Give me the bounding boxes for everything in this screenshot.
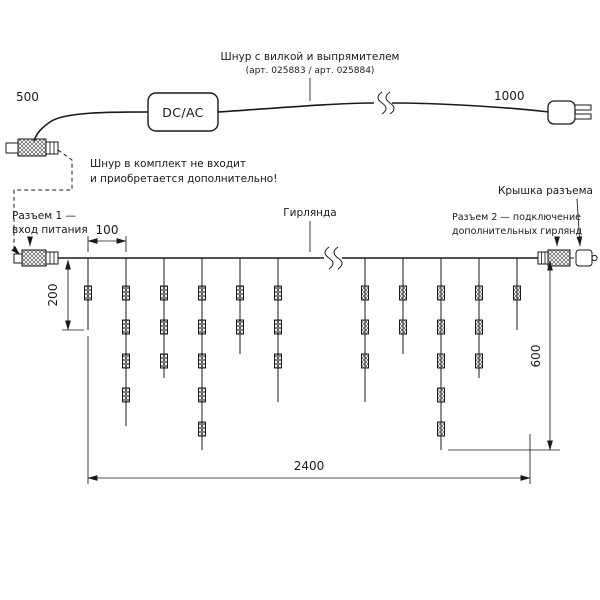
not-included-leader-dashed	[11, 149, 73, 256]
dcac-box-outline	[147, 92, 219, 132]
icicle-drop	[399, 258, 407, 354]
icicle-drop	[274, 258, 282, 402]
connector-body-hatched	[21, 249, 47, 267]
lamp-icon	[475, 353, 483, 369]
icicle-drop	[84, 258, 92, 330]
lamp-icon	[274, 319, 282, 335]
lamp-icon	[437, 319, 445, 335]
wire-break-mark	[333, 246, 343, 270]
lamp-icon	[160, 285, 168, 301]
lamp-icon	[122, 319, 130, 335]
dim-100-label: 100	[96, 223, 119, 237]
cap-body	[575, 249, 593, 267]
connector-coupling	[45, 141, 59, 155]
lamp-icon	[475, 319, 483, 335]
dim-2400: 2400	[87, 336, 531, 484]
connector1-label-line1: Разъем 1 —	[12, 210, 76, 222]
dim-2400-label: 2400	[294, 459, 325, 473]
lamp-icon	[198, 421, 206, 437]
lamp-icon	[475, 285, 483, 301]
icicle-drop	[513, 258, 521, 330]
lamp-icon	[122, 353, 130, 369]
lamp-icon	[399, 285, 407, 301]
cord-break-mark	[377, 91, 387, 115]
icicle-drop	[198, 258, 206, 450]
lamp-icon	[160, 353, 168, 369]
lamp-icon	[361, 353, 369, 369]
icicle-drops	[84, 258, 521, 450]
note-line-1: Шнур в комплект не входит	[90, 158, 246, 170]
lamp-icon	[274, 285, 282, 301]
connector-coupling	[537, 251, 549, 265]
plug-pin	[574, 113, 592, 120]
lamp-icon	[361, 285, 369, 301]
dim-1000-label: 1000	[494, 89, 525, 103]
lamp-icon	[437, 353, 445, 369]
dim-600: 600	[448, 260, 560, 451]
cord-break-mark	[385, 91, 395, 115]
icicle-drop	[437, 258, 445, 450]
lamp-icon	[198, 353, 206, 369]
connector1	[13, 249, 59, 267]
mains-plug-icon	[547, 100, 592, 125]
dim-200: 200	[46, 259, 84, 331]
plug-body	[547, 100, 576, 125]
icicle-drop	[475, 258, 483, 378]
lamp-icon	[361, 319, 369, 335]
note-line-2: и приобретается дополнительно!	[90, 173, 277, 185]
lamp-icon	[399, 319, 407, 335]
connector-coupling	[45, 251, 59, 265]
dcac-label: DC/AC	[162, 105, 204, 120]
wire-break-mark	[324, 246, 334, 270]
icicle-drop	[236, 258, 244, 354]
icicle-drop	[122, 258, 130, 426]
garland-label: Гирлянда	[283, 207, 336, 219]
icicle-drop	[160, 258, 168, 378]
cord-output-connector	[5, 138, 59, 157]
icicle-drop	[361, 258, 369, 402]
lamp-icon	[84, 285, 92, 301]
lamp-icon	[198, 285, 206, 301]
dim-100: 100	[87, 223, 127, 252]
cap-label-arrow	[576, 198, 583, 247]
connector2-label-line2: дополнительных гирлянд	[452, 226, 582, 237]
connector2-label-line1: Разъем 2 — подключение	[452, 212, 581, 223]
lamp-icon	[274, 353, 282, 369]
cap-ring	[591, 254, 598, 262]
dcac-converter-box: DC/AC	[147, 92, 219, 132]
connector1-label-line2: вход питания	[12, 224, 88, 236]
lamp-icon	[437, 421, 445, 437]
connector2	[537, 249, 571, 267]
lamp-icon	[160, 319, 168, 335]
lamp-icon	[122, 285, 130, 301]
connector-body-hatched	[17, 138, 47, 157]
lamp-icon	[236, 285, 244, 301]
connector-cap	[570, 249, 598, 267]
connector-tip	[5, 142, 19, 154]
cord-left-segment	[33, 111, 149, 142]
connector-tip	[13, 253, 23, 264]
lamp-icon	[198, 319, 206, 335]
dim-200-label: 200	[46, 284, 60, 307]
lamp-icon	[437, 285, 445, 301]
connector-body-hatched	[547, 249, 571, 267]
dim-600-label: 600	[529, 345, 543, 368]
cord-title-label: Шнур с вилкой и выпрямителем	[221, 51, 400, 63]
lamp-icon	[437, 387, 445, 403]
dim-500-label: 500	[16, 90, 39, 104]
lamp-icon	[198, 387, 206, 403]
cord-right-segment-a	[217, 102, 375, 113]
cord-art-label: (арт. 025883 / арт. 025884)	[246, 66, 375, 76]
cap-label: Крышка разъема	[498, 185, 593, 197]
lamp-icon	[236, 319, 244, 335]
lamp-icon	[122, 387, 130, 403]
plug-pin	[574, 104, 592, 111]
lamp-icon	[513, 285, 521, 301]
cord-right-segment-b	[391, 102, 550, 113]
